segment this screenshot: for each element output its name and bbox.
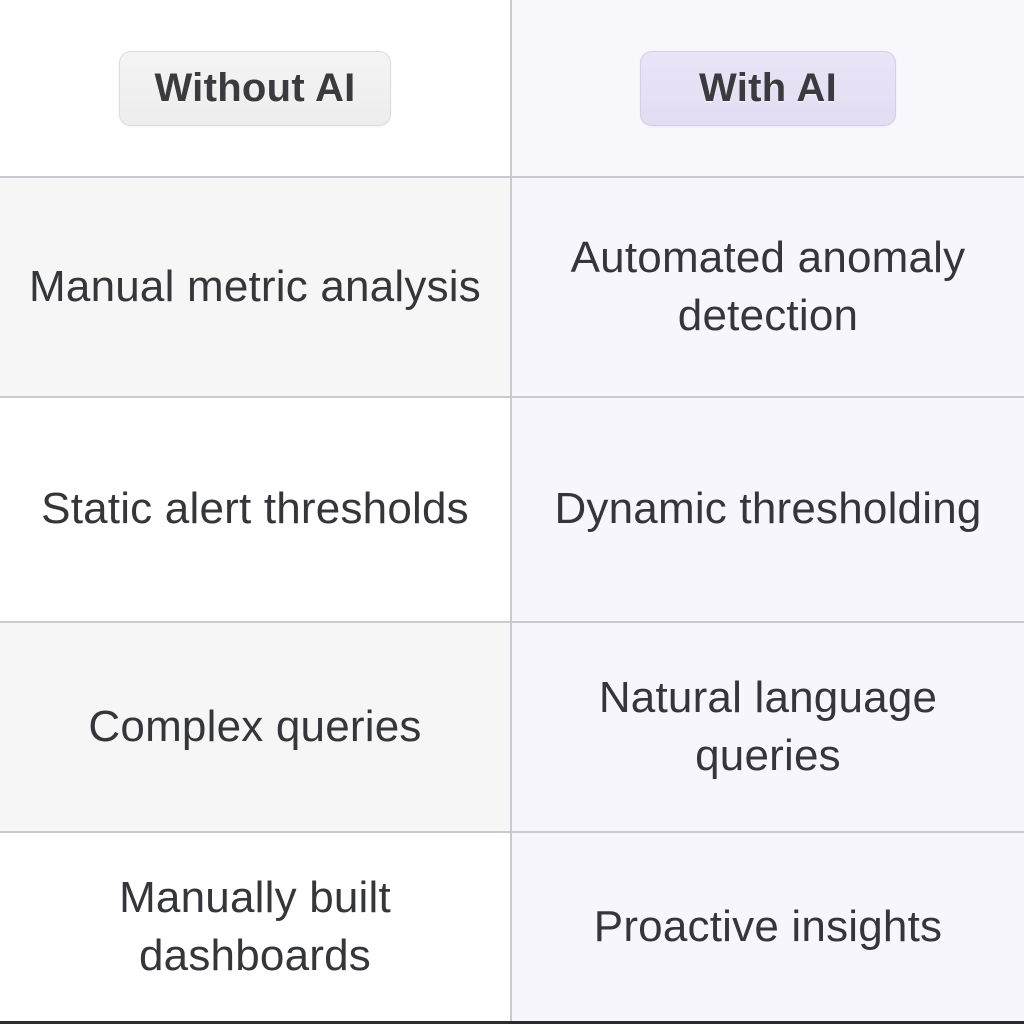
cell-text: Natural language queries	[598, 672, 938, 780]
cell-text: Dynamic thresholding	[554, 484, 982, 534]
table-row: Static alert thresholds Dynamic threshol…	[0, 398, 1024, 623]
table-header-row: Without AI With AI	[0, 0, 1024, 178]
cell-text: Automated anomaly detection	[570, 232, 966, 340]
cell-without-ai-3: Complex queries	[0, 623, 512, 831]
cell-text: Manual metric analysis	[29, 261, 481, 311]
cell-without-ai-1: Manual metric analysis	[0, 178, 512, 396]
cell-text: Manually built dashboards	[119, 872, 391, 980]
table-row: Manual metric analysis Automated anomaly…	[0, 178, 1024, 398]
header-cell-with-ai: With AI	[512, 0, 1024, 176]
cell-with-ai-3: Natural language queries	[512, 623, 1024, 831]
cell-with-ai-4: Proactive insights	[512, 833, 1024, 1021]
cell-with-ai-1: Automated anomaly detection	[512, 178, 1024, 396]
header-cell-without-ai: Without AI	[0, 0, 512, 176]
column-header-badge-with-ai[interactable]: With AI	[640, 50, 896, 126]
cell-without-ai-2: Static alert thresholds	[0, 398, 512, 621]
cell-without-ai-4: Manually built dashboards	[0, 833, 512, 1021]
cell-text: Static alert thresholds	[41, 484, 469, 534]
column-header-badge-without-ai[interactable]: Without AI	[119, 50, 391, 126]
cell-with-ai-2: Dynamic thresholding	[512, 398, 1024, 621]
table-row: Manually built dashboards Proactive insi…	[0, 833, 1024, 1021]
cell-text: Complex queries	[88, 701, 422, 751]
table-row: Complex queries Natural language queries	[0, 623, 1024, 833]
cell-text: Proactive insights	[593, 901, 943, 951]
